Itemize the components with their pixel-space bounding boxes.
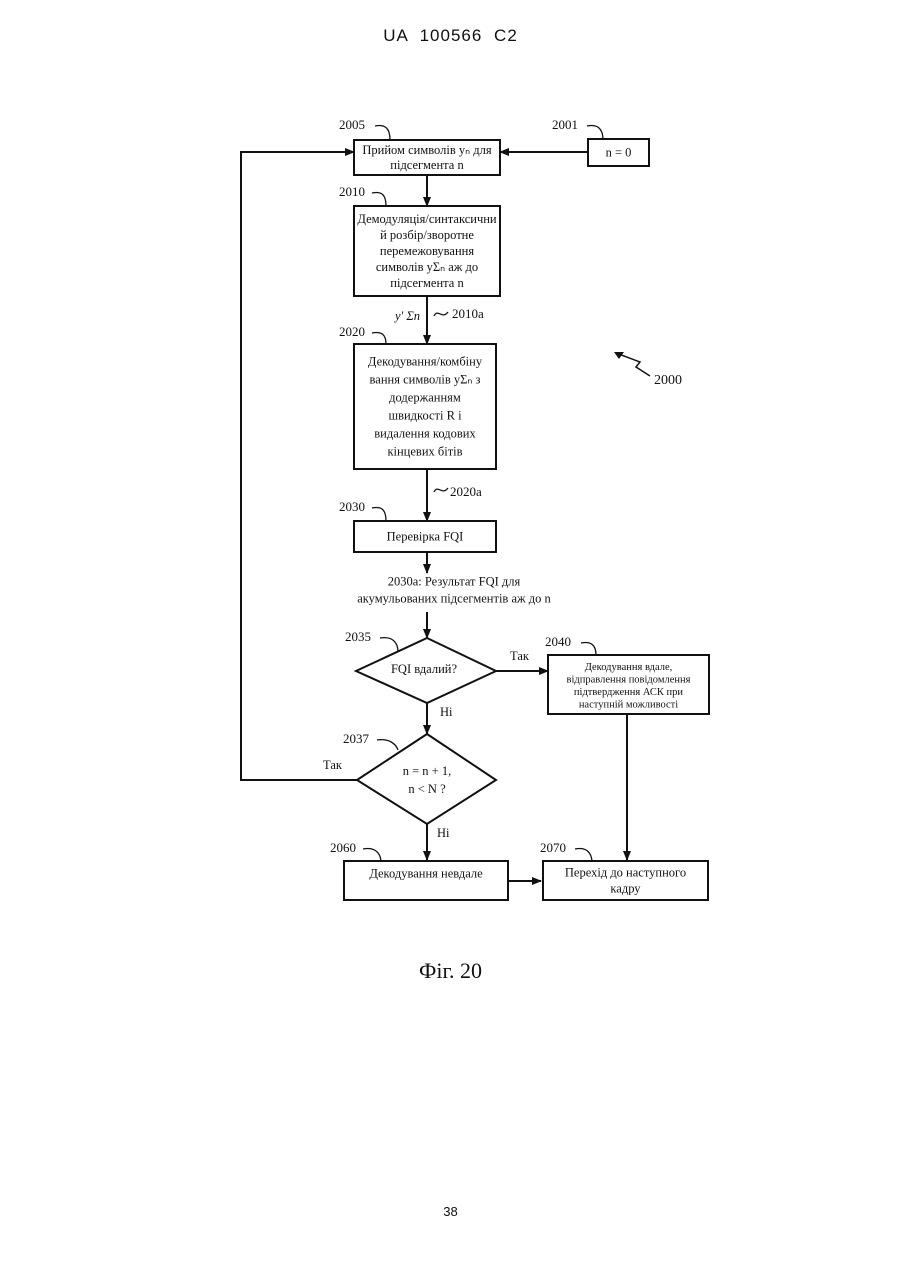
node-2040-text: Декодування вдале,відправлення повідомле…: [567, 662, 691, 711]
text-line: FQI вдалий?: [391, 662, 457, 676]
ref-2010a: 2010a: [452, 306, 484, 321]
node-2010: Демодуляція/синтаксични й розбір/зворотне…: [354, 206, 500, 296]
label-no-2037: Ні: [437, 826, 450, 840]
text-line: Перевірка FQI: [387, 530, 464, 544]
page-number: 38: [0, 1204, 901, 1219]
text-line: додержанням: [389, 391, 461, 405]
ref-2030: 2030: [339, 499, 365, 514]
text-line: Декодування вдале,: [585, 662, 673, 673]
ref-2070: 2070: [540, 840, 566, 855]
text-line: кадру: [610, 882, 641, 896]
node-2060-text: Декодування невдале: [369, 867, 483, 881]
node-2005: Прийом символів yₙ дляпідсегмента n: [354, 140, 500, 175]
label-result-2030a: 2030a: Результат FQI для акумульованих пі…: [357, 575, 551, 606]
figure-ref-arrow: [616, 353, 650, 376]
node-2060: Декодування невдале: [344, 861, 508, 900]
label-yes-2035: Так: [510, 649, 530, 663]
ref-2060: 2060: [330, 840, 356, 855]
text-line: наступній можливості: [579, 699, 678, 710]
text-line: й розбір/зворотне: [380, 228, 474, 242]
node-2001-text: n = 0: [606, 146, 632, 160]
text-line: підтвердження АСК при: [574, 687, 684, 698]
arrow-2037-yes-loop: [241, 152, 357, 780]
label-yes-2037: Так: [323, 758, 343, 772]
text-line: видалення кодових: [374, 427, 476, 441]
text-line: підсегмента n: [390, 158, 464, 172]
text-line: перемежовування: [380, 244, 474, 258]
ref-2001: 2001: [552, 117, 578, 132]
ref-2040: 2040: [545, 634, 571, 649]
label-no-2035: Ні: [440, 705, 453, 719]
text-line: Декодування невдале: [369, 867, 483, 881]
ref-2005: 2005: [339, 117, 365, 132]
text-line: підсегмента n: [390, 276, 464, 290]
ref-2000: 2000: [654, 373, 682, 388]
text-line: n = 0: [606, 146, 632, 160]
ref-2020a: 2020a: [450, 484, 482, 499]
text-line: Демодуляція/синтаксични: [357, 212, 497, 226]
node-2040: Декодування вдале,відправлення повідомле…: [548, 655, 709, 714]
text-line: Прийом символів yₙ для: [362, 143, 491, 157]
node-2030-text: Перевірка FQI: [387, 530, 464, 544]
label-y-sigma: y' Σn: [393, 309, 420, 323]
node-2020: Декодування/комбіну вання символів yΣₙ з д…: [354, 344, 496, 469]
node-2070: Перехід до наступного кадру: [543, 861, 708, 900]
ref-2010: 2010: [339, 184, 365, 199]
text-line: відправлення повідомлення: [567, 674, 691, 685]
ref-2020: 2020: [339, 324, 365, 339]
node-2001: n = 0: [588, 139, 649, 166]
text-line: 2030a: Результат FQI для: [388, 575, 521, 589]
ref-2037: 2037: [343, 731, 370, 746]
ref-2035: 2035: [345, 629, 371, 644]
text-line: Декодування/комбіну: [368, 355, 483, 369]
node-2030: Перевірка FQI: [354, 521, 496, 552]
text-line: кінцевих бітів: [387, 445, 462, 459]
node-2035: FQI вдалий?: [356, 638, 496, 703]
text-line: Перехід до наступного: [565, 866, 686, 880]
text-line: n < N ?: [408, 782, 446, 796]
text-line: швидкості R і: [388, 409, 462, 423]
figure-caption: Фіг. 20: [0, 958, 901, 984]
text-line: вання символів yΣₙ з: [370, 373, 481, 387]
node-2035-text: FQI вдалий?: [391, 662, 457, 676]
text-line: акумульованих підсегментів аж до n: [357, 592, 551, 606]
text-line: символів yΣₙ аж до: [376, 260, 478, 274]
text-line: n = n + 1,: [403, 764, 451, 778]
node-2037: n = n + 1, n < N ?: [357, 734, 496, 824]
